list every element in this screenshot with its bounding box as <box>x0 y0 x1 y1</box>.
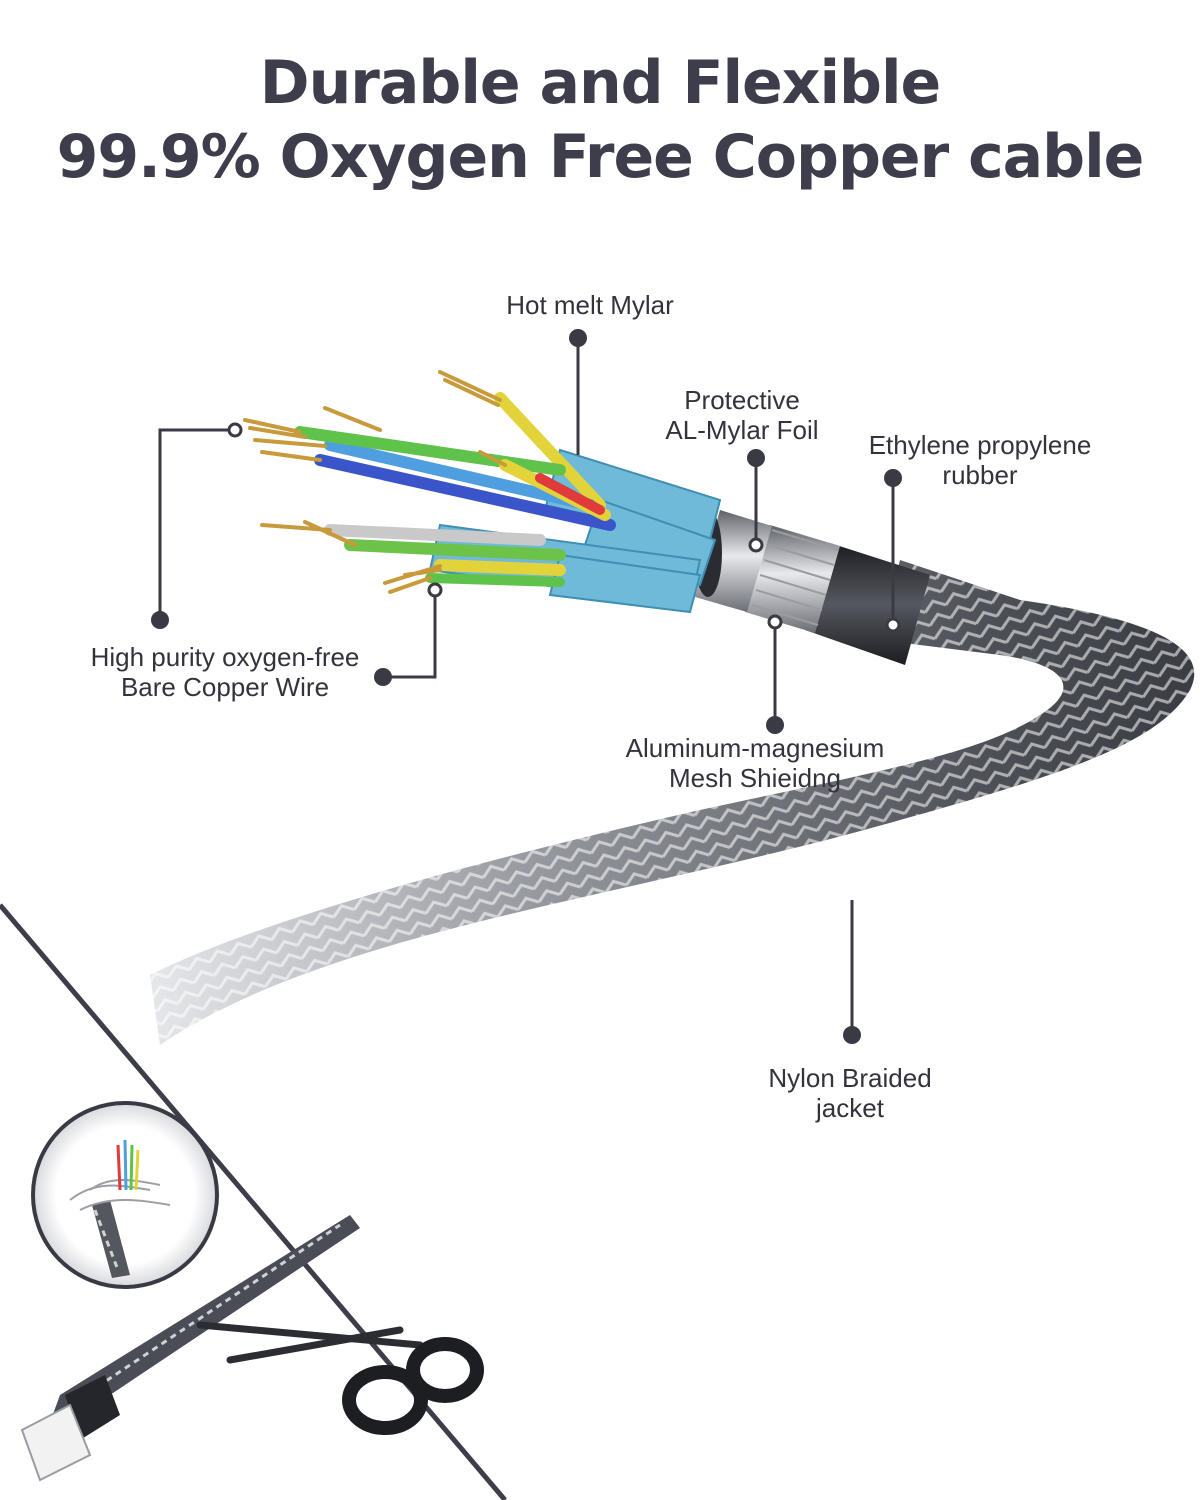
callout-copper-wire: High purity oxygen-free Bare Copper Wire <box>70 642 380 702</box>
leader-dots <box>151 329 902 1044</box>
rubber-sleeve <box>805 543 930 665</box>
callout-nylon-jacket: Nylon Braided jacket <box>745 1063 955 1123</box>
callout-hot-melt-mylar-line-1: Hot melt Mylar <box>506 290 674 320</box>
callout-copper-wire-line-2: Bare Copper Wire <box>120 672 330 702</box>
callout-ethylene-rubber: Ethylene propylene rubber <box>850 430 1110 490</box>
leader-lines <box>158 338 895 1035</box>
braided-cable-body <box>150 560 1195 1045</box>
frayed-cable-inset <box>31 1101 219 1289</box>
callout-nylon-jacket-line-2: jacket <box>816 1093 884 1123</box>
callout-mesh-shielding-line-2: Mesh Shieidng <box>669 763 841 793</box>
copper-wire-tips <box>243 370 507 594</box>
callout-nylon-jacket-line-1: Nylon Braided <box>768 1063 932 1093</box>
headline-line-2: 99.9% Oxygen Free Copper cable <box>56 122 1145 192</box>
leader-end-dots <box>227 422 901 633</box>
callout-ethylene-rubber-line-2: rubber <box>942 460 1018 490</box>
mesh-ring <box>745 525 840 633</box>
callout-hot-melt-mylar: Hot melt Mylar <box>470 290 710 320</box>
callout-protective-foil-line-2: AL-Mylar Foil <box>665 415 819 445</box>
headline-line-1: Durable and Flexible <box>259 48 941 118</box>
colored-wires <box>294 392 616 587</box>
callout-mesh-shielding: Aluminum-magnesium Mesh Shieidng <box>600 733 910 793</box>
callout-ethylene-rubber-line-1: Ethylene propylene <box>868 430 1092 460</box>
callout-protective-foil: Protective AL-Mylar Foil <box>632 385 852 445</box>
cable-with-scissors <box>20 1215 484 1482</box>
callout-protective-foil-line-1: Protective <box>684 385 800 415</box>
callout-copper-wire-line-1: High purity oxygen-free <box>90 642 360 672</box>
callout-mesh-shielding-line-1: Aluminum-magnesium <box>625 733 885 763</box>
